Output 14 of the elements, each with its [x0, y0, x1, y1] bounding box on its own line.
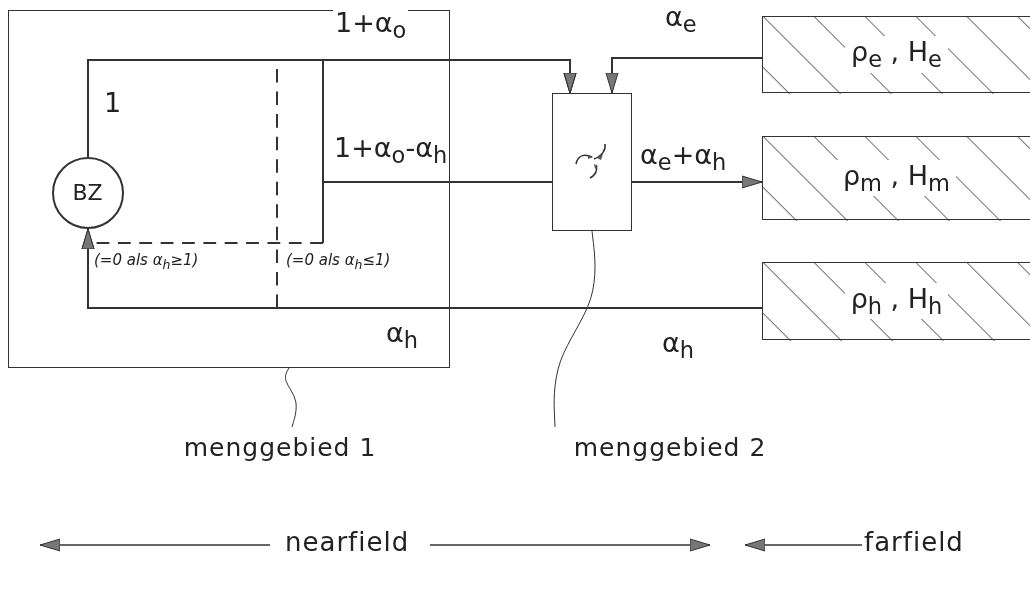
node-label: ρ$_{e}$ , H$_{e}$	[845, 36, 948, 73]
zone-label: menggebied 1	[183, 432, 377, 462]
mixing-box	[552, 93, 632, 231]
node-label: BZ	[72, 180, 103, 205]
hatched-layer-box	[762, 16, 1030, 93]
node-label: ρ$_{h}$ , H$_{h}$	[844, 282, 949, 320]
node-label: ρ$_{m}$ , H$_{m}$	[836, 159, 956, 197]
flow-arrow	[631, 175, 763, 189]
flow-arrow	[605, 57, 763, 94]
leader-line	[553, 230, 596, 428]
hatched-layer-box	[762, 136, 1030, 220]
hatched-layer-box	[762, 262, 1030, 340]
leader-line	[285, 367, 297, 428]
zone-label: menggebied 2	[573, 432, 767, 462]
